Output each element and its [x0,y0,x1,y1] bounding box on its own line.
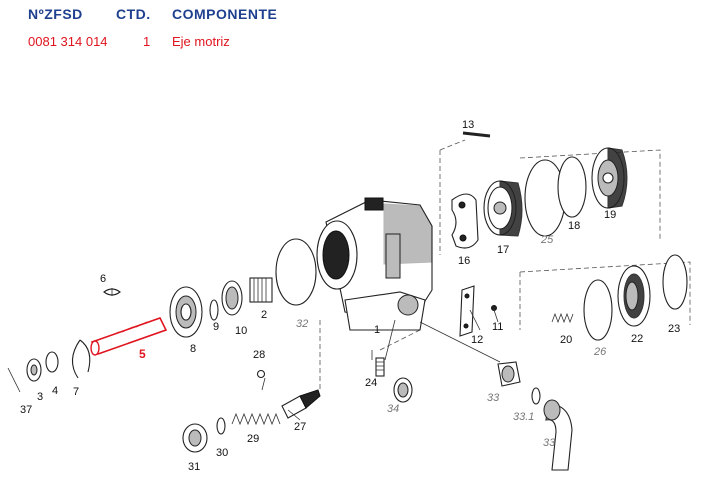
callout-11: 11 [492,321,503,333]
part-17-rotor[interactable] [483,180,523,237]
guide-line-right [519,261,691,330]
part-26-ring[interactable] [583,279,613,341]
row-qty: 1 [143,34,151,49]
callout-10: 10 [235,325,247,337]
part-9-ring[interactable] [209,299,219,321]
part-1-housing[interactable] [316,197,433,331]
callout-18: 18 [568,220,580,232]
callout-7: 7 [73,386,79,398]
callout-33b: 33 [543,437,556,449]
part-2-bearing[interactable] [249,277,273,303]
callout-27: 27 [294,421,306,433]
part-34-fitting[interactable] [393,377,413,403]
row-component[interactable]: Eje motriz [172,34,230,49]
part-29-spring[interactable] [231,412,281,426]
callout-33a: 33 [487,392,500,404]
callout-26: 26 [593,346,607,358]
callout-1: 1 [374,324,380,336]
callout-24: 24 [365,377,377,389]
callout-8: 8 [190,343,196,355]
part-33-elbow[interactable] [543,399,573,471]
part-33-fitting[interactable] [497,361,521,387]
callout-6: 6 [100,273,106,285]
header-qty: CTD. [116,6,151,22]
callout-2: 2 [261,309,267,321]
callout-19: 19 [604,209,616,221]
header-code: NºZFSD [28,6,83,22]
callout-17: 17 [497,244,509,256]
callout-20: 20 [560,334,572,346]
callout-23: 23 [668,323,680,335]
callout-37: 37 [20,404,32,416]
callout-25: 25 [540,234,554,246]
leader-lines [111,288,501,421]
callout-5[interactable]: 5 [139,347,146,361]
part-23-ring[interactable] [662,254,688,310]
guide-line-upper [439,139,661,255]
header-component: COMPONENTE [172,6,278,22]
part-12-plate[interactable] [459,285,475,337]
part-8-bearing[interactable] [169,286,203,338]
callout-29: 29 [247,433,259,445]
callout-30: 30 [216,447,228,459]
part-33-1-seal[interactable] [531,387,541,405]
row-code[interactable]: 0081 314 014 [28,34,108,49]
part-32-seal[interactable] [275,238,317,306]
part-31-plug[interactable] [182,423,208,453]
part-24-fitting[interactable] [375,357,385,377]
part-7-snap-ring[interactable] [71,339,91,379]
part-13-pin[interactable] [462,131,491,138]
part-16-plate[interactable] [451,193,479,249]
part-18-ring[interactable] [557,156,587,218]
part-10-bearing[interactable] [221,280,243,316]
callout-31: 31 [188,461,200,473]
part-3-nut[interactable] [26,358,42,382]
part-5-drive-shaft[interactable] [90,317,168,356]
callout-4: 4 [52,385,58,397]
callout-16: 16 [458,255,470,267]
callout-32: 32 [296,318,308,330]
part-22-cover[interactable] [617,265,651,327]
part-37-pin[interactable] [7,367,21,393]
callout-13: 13 [462,119,474,131]
callout-33-1: 33.1 [513,411,534,423]
part-28-ball[interactable] [256,369,266,379]
callout-12: 12 [471,334,483,346]
part-20-spring[interactable] [551,312,574,324]
part-19-cover[interactable] [591,147,628,209]
part-27-valve[interactable] [281,389,321,419]
callout-9: 9 [213,321,219,333]
part-4-washer[interactable] [45,351,59,373]
part-30-washer[interactable] [216,417,226,435]
callout-28: 28 [253,349,265,361]
callout-34: 34 [387,403,399,415]
callout-3: 3 [37,391,43,403]
guide-line-lower [319,320,421,392]
part-11-screw[interactable] [491,305,497,311]
callout-22: 22 [631,333,643,345]
